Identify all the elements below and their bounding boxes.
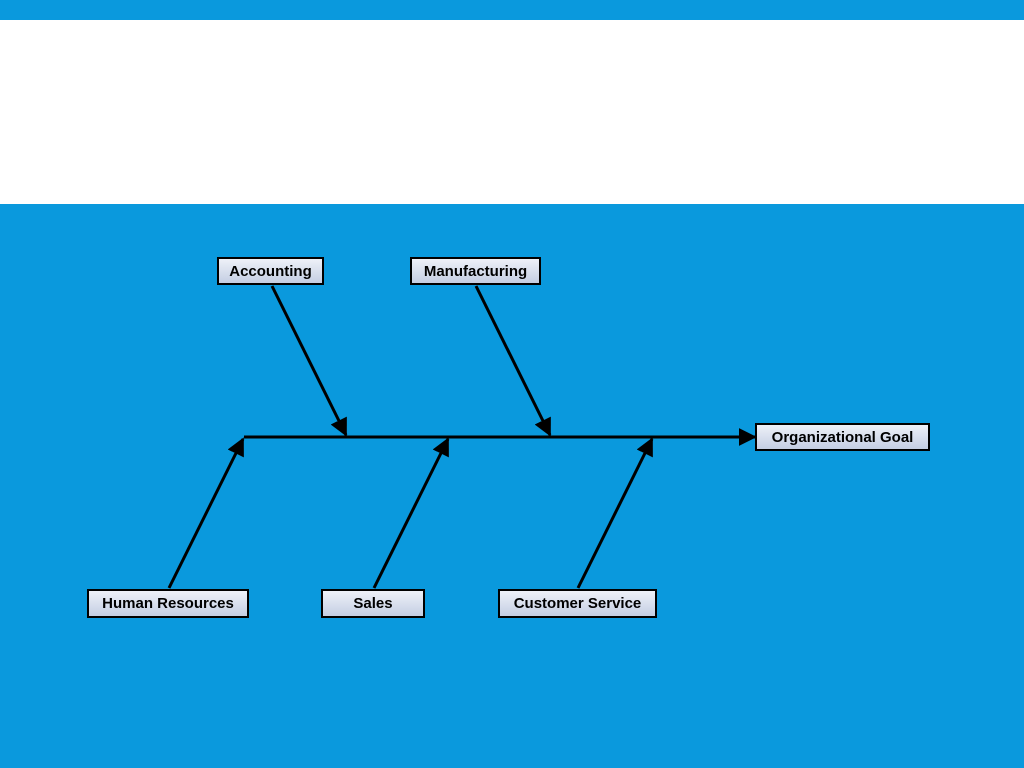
bone-accounting [270,285,348,437]
bone-manufacturing [474,285,552,437]
bone-sales [372,437,450,589]
title-area [0,20,1024,204]
bone-human-resources [167,437,245,589]
cause-node-customer-service[interactable]: Customer Service [498,589,657,618]
cause-node-manufacturing[interactable]: Manufacturing [410,257,541,285]
cause-node-sales[interactable]: Sales [321,589,425,618]
top-accent-strip [0,0,1024,20]
bone-customer-service [576,437,654,589]
cause-node-accounting[interactable]: Accounting [217,257,324,285]
cause-node-human-resources[interactable]: Human Resources [87,589,249,618]
content-area [0,204,1024,768]
effect-node-organizational-goal[interactable]: Organizational Goal [755,423,930,451]
